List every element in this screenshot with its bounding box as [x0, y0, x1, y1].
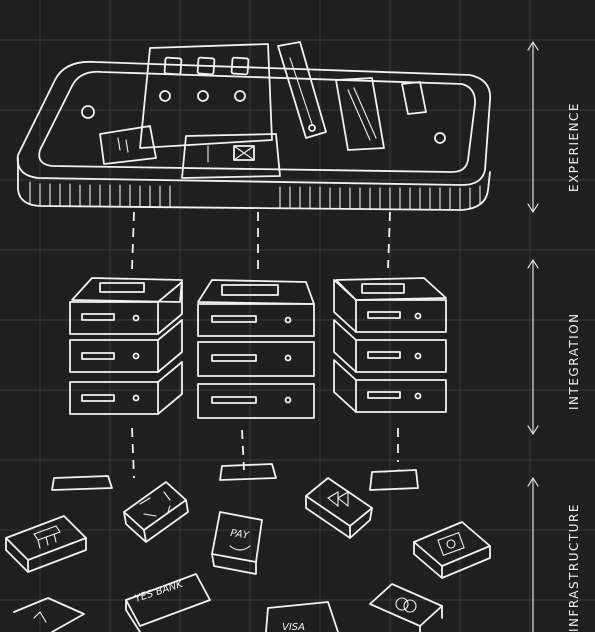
server-stack-right [333, 277, 447, 413]
card-icon [13, 597, 85, 632]
experience-range-arrow [527, 40, 539, 214]
mastercard-icon [369, 583, 443, 632]
rewind-icon [305, 477, 373, 539]
phone-device [16, 41, 492, 211]
visa-tile: VISA [265, 601, 339, 632]
scan-icon [123, 481, 189, 543]
tile-small-center [219, 463, 277, 481]
pay-icon: PAY [211, 511, 263, 575]
bank-card-icon: YES BANK [125, 573, 211, 632]
coin-tile-icon [413, 521, 491, 579]
server-stack-center [197, 279, 315, 419]
server-stack-left [69, 277, 183, 415]
integration-label: INTEGRATION [567, 312, 581, 410]
infrastructure-label: INFRASTRUCTURE [567, 503, 581, 632]
app-panel [139, 43, 273, 149]
bank-icon [5, 515, 87, 573]
pay-label: PAY [230, 528, 251, 542]
visa-label: VISA [282, 622, 305, 632]
yesbank-label: YES BANK [134, 579, 186, 605]
tile-small-left [51, 475, 113, 491]
integration-range-arrow [527, 258, 539, 436]
infrastructure-range-arrow [527, 476, 539, 632]
experience-label: EXPERIENCE [567, 102, 581, 192]
tile-small-right [369, 469, 419, 491]
mail-icon [181, 133, 281, 179]
